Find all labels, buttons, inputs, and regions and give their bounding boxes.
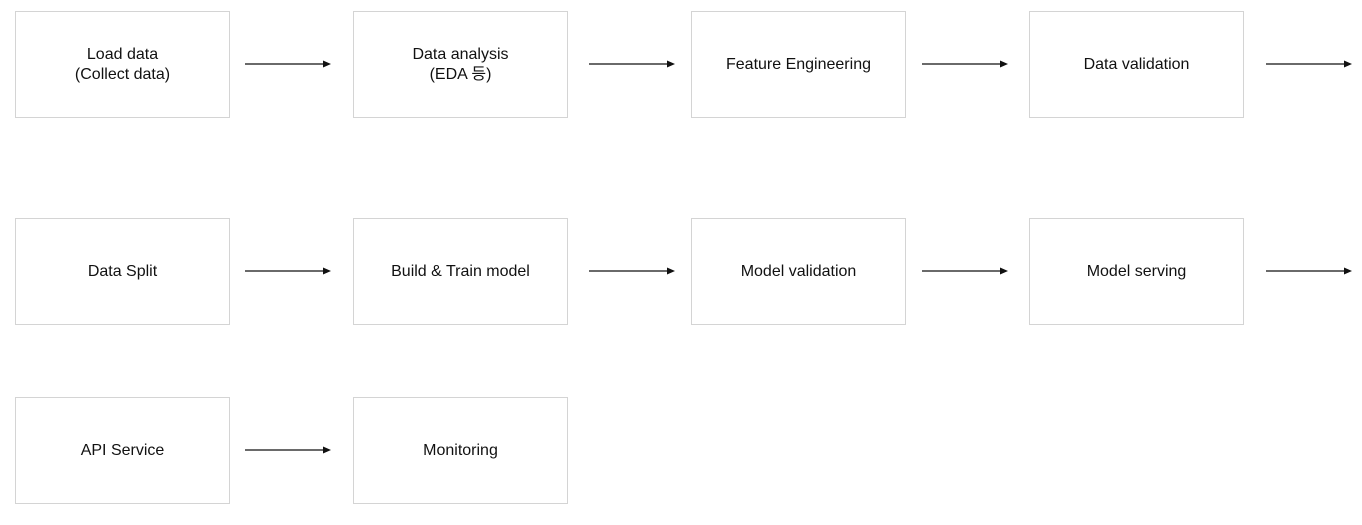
step-box-monitoring: Monitoring [353, 397, 568, 504]
step-label: Data validation [1083, 55, 1190, 73]
flow-arrow [245, 445, 331, 455]
flow-arrow [589, 59, 675, 69]
flow-arrow [922, 59, 1008, 69]
step-box-data-validation: Data validation [1029, 11, 1244, 118]
step-box-data-split: Data Split [15, 218, 230, 325]
step-box-api-service: API Service [15, 397, 230, 504]
step-box-load-data: Load data (Collect data) [15, 11, 230, 118]
step-box-model-validation: Model validation [691, 218, 906, 325]
flow-arrow [245, 266, 331, 276]
flow-arrow [589, 266, 675, 276]
step-label: Data Split [87, 262, 158, 280]
step-label: Monitoring [423, 441, 498, 459]
step-box-build-train-model: Build & Train model [353, 218, 568, 325]
step-box-model-serving: Model serving [1029, 218, 1244, 325]
step-label: API Service [80, 441, 165, 459]
step-box-feature-engineering: Feature Engineering [691, 11, 906, 118]
step-box-data-analysis: Data analysis (EDA 등) [353, 11, 568, 118]
step-sublabel: (EDA 등) [429, 65, 492, 83]
step-sublabel: (Collect data) [74, 65, 171, 83]
step-label: Model serving [1086, 262, 1187, 280]
step-label: Load data [86, 45, 159, 63]
step-label: Feature Engineering [726, 55, 871, 73]
step-label: Build & Train model [391, 262, 530, 280]
flow-arrow [922, 266, 1008, 276]
flow-arrow [1266, 266, 1352, 276]
flow-arrow [1266, 59, 1352, 69]
step-label: Model validation [740, 262, 857, 280]
flow-arrow [245, 59, 331, 69]
step-label: Data analysis [412, 45, 509, 63]
